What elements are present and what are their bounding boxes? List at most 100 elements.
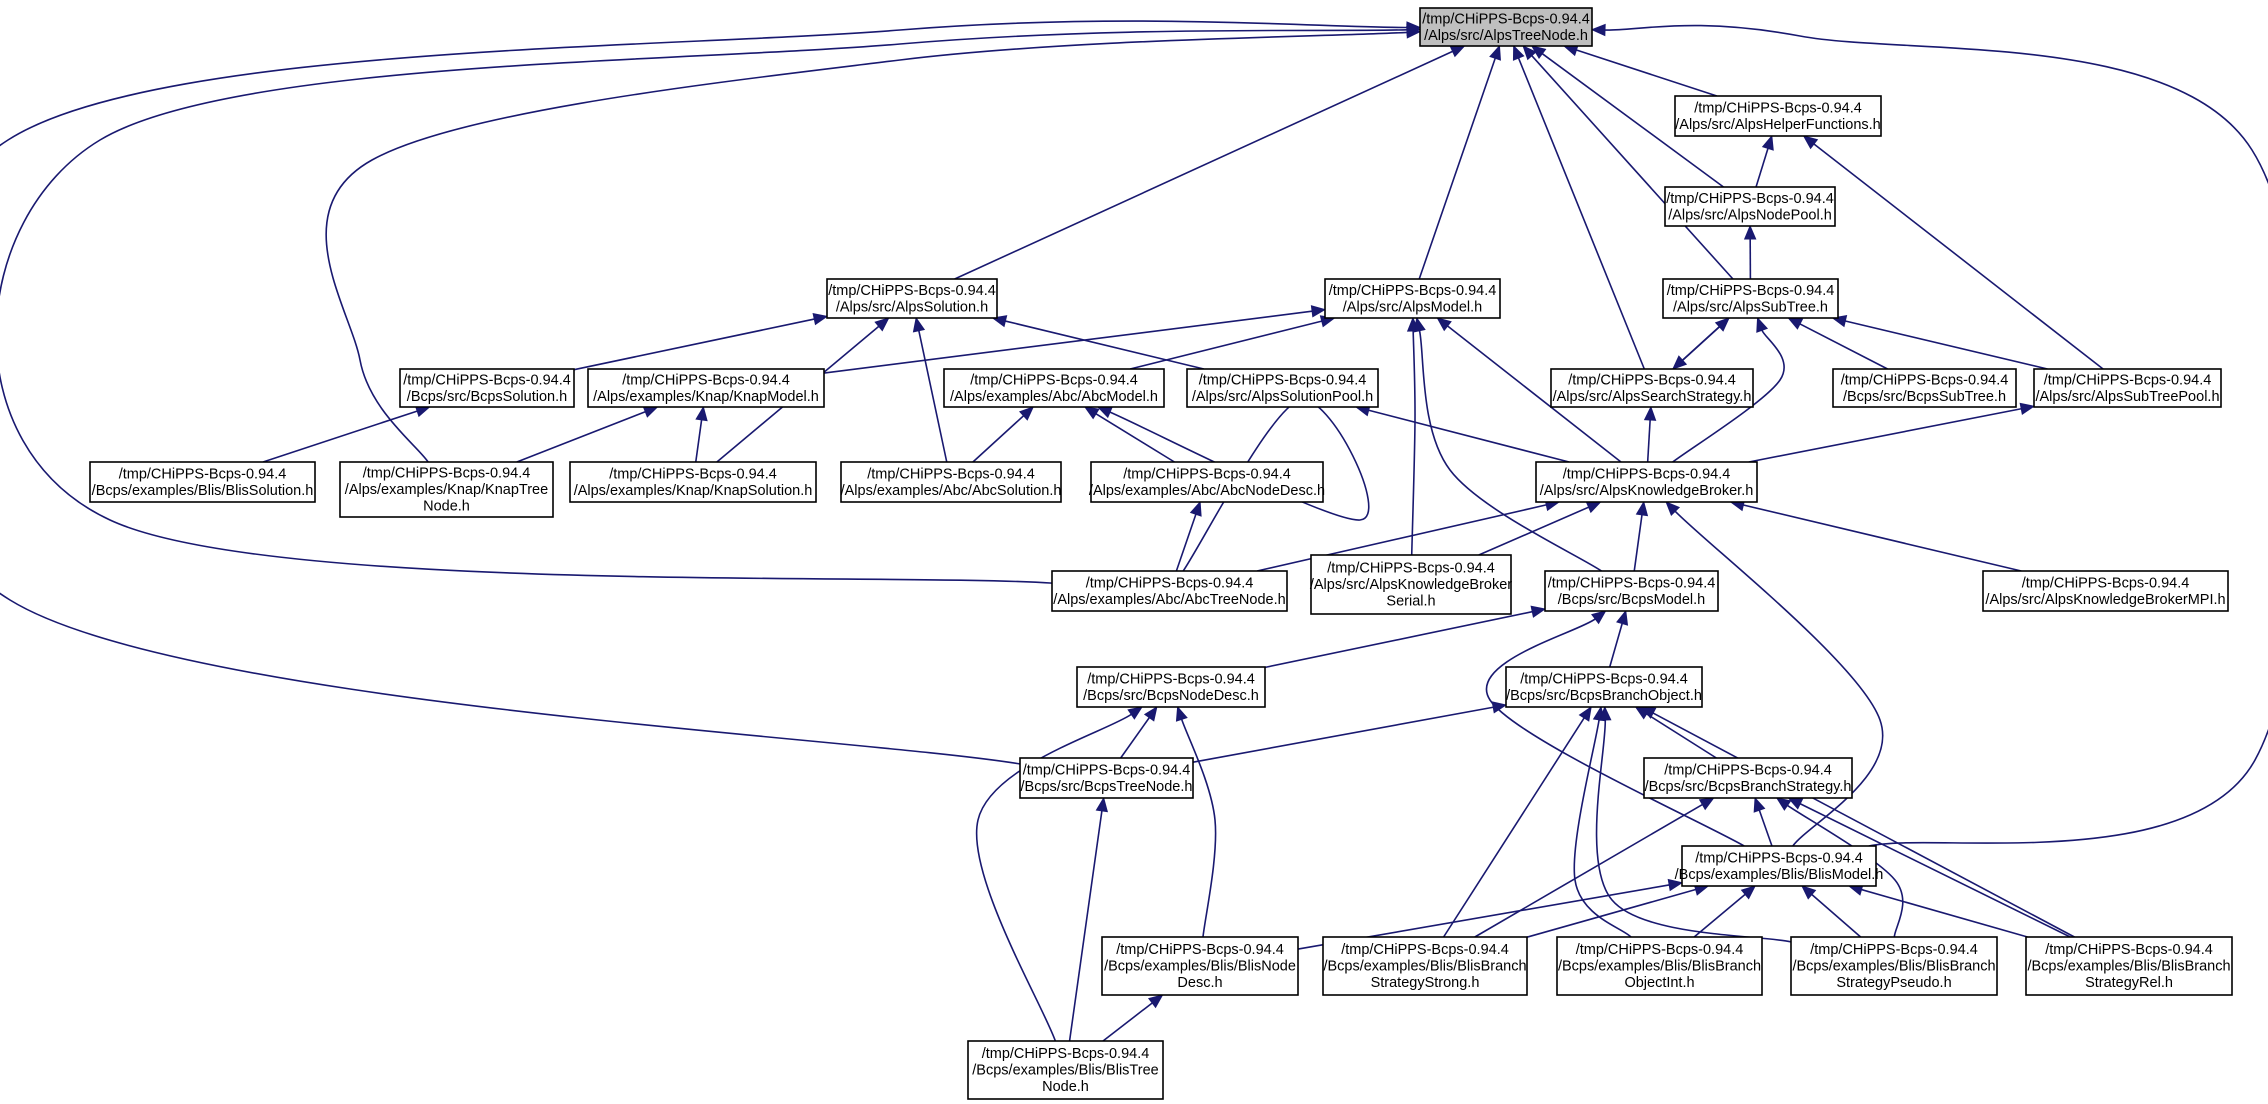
file-node[interactable]: /tmp/CHiPPS-Bcps-0.94.4/Bcps/examples/Bl…: [1322, 936, 1528, 996]
edge-n12-to-n1: [1813, 143, 2104, 370]
file-node[interactable]: /tmp/CHiPPS-Bcps-0.94.4/Alps/src/AlpsHel…: [1674, 95, 1882, 137]
file-node[interactable]: /tmp/CHiPPS-Bcps-0.94.4/Alps/examples/Kn…: [587, 368, 825, 408]
node-box: [1643, 757, 1853, 799]
node-label-line: /tmp/CHiPPS-Bcps-0.94.4: [1667, 283, 1835, 299]
node-label-line: /Alps/src/AlpsTreeNode.h: [1424, 28, 1588, 44]
edge-n18-to-n4: [1447, 325, 1622, 463]
edge-n24-to-n21: [1608, 623, 1623, 668]
file-node[interactable]: /tmp/CHiPPS-Bcps-0.94.4/Alps/src/AlpsSol…: [826, 278, 998, 319]
file-node[interactable]: /tmp/CHiPPS-Bcps-0.94.4/Bcps/examples/Bl…: [1556, 936, 1763, 996]
file-node[interactable]: /tmp/CHiPPS-Bcps-0.94.4/Bcps/src/BcpsMod…: [1544, 570, 1719, 612]
edge-arrowhead: [1635, 500, 1649, 517]
node-box: [339, 461, 554, 518]
edge-n20-to-n4: [1410, 330, 1416, 556]
file-node[interactable]: /tmp/CHiPPS-Bcps-0.94.4/Alps/src/AlpsKno…: [1310, 554, 1512, 615]
node-box: [399, 368, 575, 408]
file-node[interactable]: /tmp/CHiPPS-Bcps-0.94.4/Alps/src/AlpsKno…: [1982, 570, 2229, 612]
edge-arrowhead: [1512, 44, 1525, 61]
edge-arrowhead: [1491, 701, 1508, 714]
file-node[interactable]: /tmp/CHiPPS-Bcps-0.94.4/Alps/src/AlpsSea…: [1550, 368, 1754, 408]
node-label-line: /tmp/CHiPPS-Bcps-0.94.4: [1329, 283, 1497, 299]
edge-n8-to-n4: [1129, 320, 1322, 370]
edge-n14-to-n7: [516, 410, 646, 463]
file-node[interactable]: /tmp/CHiPPS-Bcps-0.94.4/Alps/src/AlpsNod…: [1664, 186, 1836, 227]
edge-n5-to-n10: [1681, 317, 1730, 361]
node-label-line: /tmp/CHiPPS-Bcps-0.94.4: [363, 466, 531, 482]
file-node[interactable]: /tmp/CHiPPS-Bcps-0.94.4/Alps/src/AlpsTre…: [1419, 7, 1593, 47]
edge-n30-to-n24: [1573, 719, 1632, 938]
node-label-line: /tmp/CHiPPS-Bcps-0.94.4: [1116, 942, 1284, 958]
edge-n21-to-n4: [1418, 330, 1602, 572]
file-node[interactable]: /tmp/CHiPPS-Bcps-0.94.4/Bcps/src/BcpsSol…: [399, 368, 575, 408]
node-label-line: /Alps/examples/Abc/AbcNodeDesc.h: [1089, 483, 1325, 499]
edge-n19-to-n0: [0, 28, 1408, 584]
edge-n14-to-n0: [325, 31, 1408, 463]
file-node[interactable]: /tmp/CHiPPS-Bcps-0.94.4/Bcps/src/BcpsSub…: [1832, 368, 2017, 408]
node-label-line: /tmp/CHiPPS-Bcps-0.94.4: [1520, 671, 1688, 687]
file-node[interactable]: /tmp/CHiPPS-Bcps-0.94.4/Bcps/src/BcpsBra…: [1505, 666, 1703, 708]
edge-n15-to-n7: [694, 419, 703, 463]
file-node[interactable]: /tmp/CHiPPS-Bcps-0.94.4/Alps/examples/Kn…: [569, 461, 817, 503]
file-node[interactable]: /tmp/CHiPPS-Bcps-0.94.4/Bcps/examples/Bl…: [1101, 936, 1299, 996]
node-box: [1662, 278, 1839, 319]
edge-arrowhead: [1578, 705, 1592, 722]
file-node[interactable]: /tmp/CHiPPS-Bcps-0.94.4/Alps/examples/Ab…: [840, 461, 1062, 503]
file-node[interactable]: /tmp/CHiPPS-Bcps-0.94.4/Bcps/src/BcpsNod…: [1076, 666, 1266, 708]
file-node[interactable]: /tmp/CHiPPS-Bcps-0.94.4/Alps/examples/Ab…: [1051, 570, 1288, 612]
edge-n18-to-n5: [1672, 329, 1785, 463]
node-label-line: /Bcps/examples/Blis/BlisNode: [1104, 959, 1296, 975]
edge-arrowhead: [1018, 406, 1035, 421]
file-node[interactable]: /tmp/CHiPPS-Bcps-0.94.4/Alps/src/AlpsMod…: [1324, 278, 1501, 319]
edge-n19-to-n17: [1175, 514, 1197, 572]
file-node[interactable]: /tmp/CHiPPS-Bcps-0.94.4/Alps/examples/Kn…: [339, 461, 554, 518]
file-node[interactable]: /tmp/CHiPPS-Bcps-0.94.4/Alps/src/AlpsSol…: [1186, 368, 1379, 408]
edge-n25-to-n24: [1192, 706, 1494, 763]
edge-arrowhead: [874, 317, 890, 332]
file-node[interactable]: /tmp/CHiPPS-Bcps-0.94.4/Bcps/src/BcpsTre…: [1019, 757, 1194, 799]
node-label-line: /Alps/examples/Knap/KnapModel.h: [593, 389, 819, 405]
node-box: [1324, 278, 1501, 319]
node-label-line: /tmp/CHiPPS-Bcps-0.94.4: [2045, 942, 2213, 958]
edge-arrowhead: [1585, 501, 1602, 514]
node-label-line: /tmp/CHiPPS-Bcps-0.94.4: [119, 466, 287, 482]
edge-arrowhead: [1802, 135, 1819, 150]
edge-n29-to-n26: [1474, 803, 1703, 938]
edge-arrowhead: [1667, 878, 1684, 892]
edge-arrowhead: [1449, 45, 1466, 58]
node-label-line: /tmp/CHiPPS-Bcps-0.94.4: [1563, 466, 1731, 482]
file-node[interactable]: /tmp/CHiPPS-Bcps-0.94.4/Bcps/examples/Bl…: [89, 461, 316, 503]
file-node[interactable]: /tmp/CHiPPS-Bcps-0.94.4/Bcps/src/BcpsBra…: [1643, 757, 1853, 799]
file-node[interactable]: /tmp/CHiPPS-Bcps-0.94.4/Bcps/examples/Bl…: [1790, 936, 1998, 996]
file-node[interactable]: /tmp/CHiPPS-Bcps-0.94.4/Alps/examples/Ab…: [943, 368, 1165, 408]
node-label-line: Node.h: [423, 499, 470, 515]
node-label-line: /tmp/CHiPPS-Bcps-0.94.4: [970, 372, 1138, 388]
edge-n33-to-n23: [975, 713, 1132, 1042]
file-node[interactable]: /tmp/CHiPPS-Bcps-0.94.4/Bcps/examples/Bl…: [1675, 845, 1884, 887]
node-label-line: /Alps/examples/Abc/AbcModel.h: [950, 389, 1158, 405]
file-node[interactable]: /tmp/CHiPPS-Bcps-0.94.4/Alps/examples/Ab…: [1089, 461, 1325, 503]
file-node[interactable]: /tmp/CHiPPS-Bcps-0.94.4/Alps/src/AlpsSub…: [1662, 278, 1839, 319]
edge-n22-to-n18: [1743, 504, 2022, 572]
node-label-line: /tmp/CHiPPS-Bcps-0.94.4: [1327, 561, 1495, 577]
node-label-line: /Bcps/examples/Blis/BlisSolution.h: [92, 483, 314, 499]
file-node[interactable]: /tmp/CHiPPS-Bcps-0.94.4/Alps/src/AlpsSub…: [2033, 368, 2222, 408]
edge-n29-to-n24: [1442, 717, 1585, 938]
edge-arrowhead: [1801, 885, 1817, 900]
edge-arrowhead: [1761, 134, 1774, 151]
file-node[interactable]: /tmp/CHiPPS-Bcps-0.94.4/Bcps/examples/Bl…: [2025, 936, 2233, 996]
edge-arrowhead: [1671, 355, 1688, 370]
node-label-line: /tmp/CHiPPS-Bcps-0.94.4: [622, 372, 790, 388]
node-box: [1982, 570, 2229, 612]
edge-n27-to-n21: [1485, 618, 1745, 847]
edge-arrowhead: [1083, 406, 1100, 420]
edge-n23-to-n21: [1264, 610, 1533, 669]
node-label-line: /tmp/CHiPPS-Bcps-0.94.4: [1810, 942, 1978, 958]
node-label-line: /tmp/CHiPPS-Bcps-0.94.4: [1199, 372, 1367, 388]
node-label-line: /Alps/src/AlpsKnowledgeBrokerMPI.h: [1985, 592, 2225, 608]
edge-arrowhead: [812, 313, 829, 326]
file-node[interactable]: /tmp/CHiPPS-Bcps-0.94.4/Bcps/examples/Bl…: [967, 1040, 1164, 1100]
edge-arrowhead: [642, 406, 659, 418]
file-node[interactable]: /tmp/CHiPPS-Bcps-0.94.4/Alps/src/AlpsKno…: [1535, 461, 1758, 503]
edge-n28-to-n23: [1180, 719, 1217, 938]
node-label-line: /Alps/examples/Knap/KnapSolution.h: [574, 483, 813, 499]
